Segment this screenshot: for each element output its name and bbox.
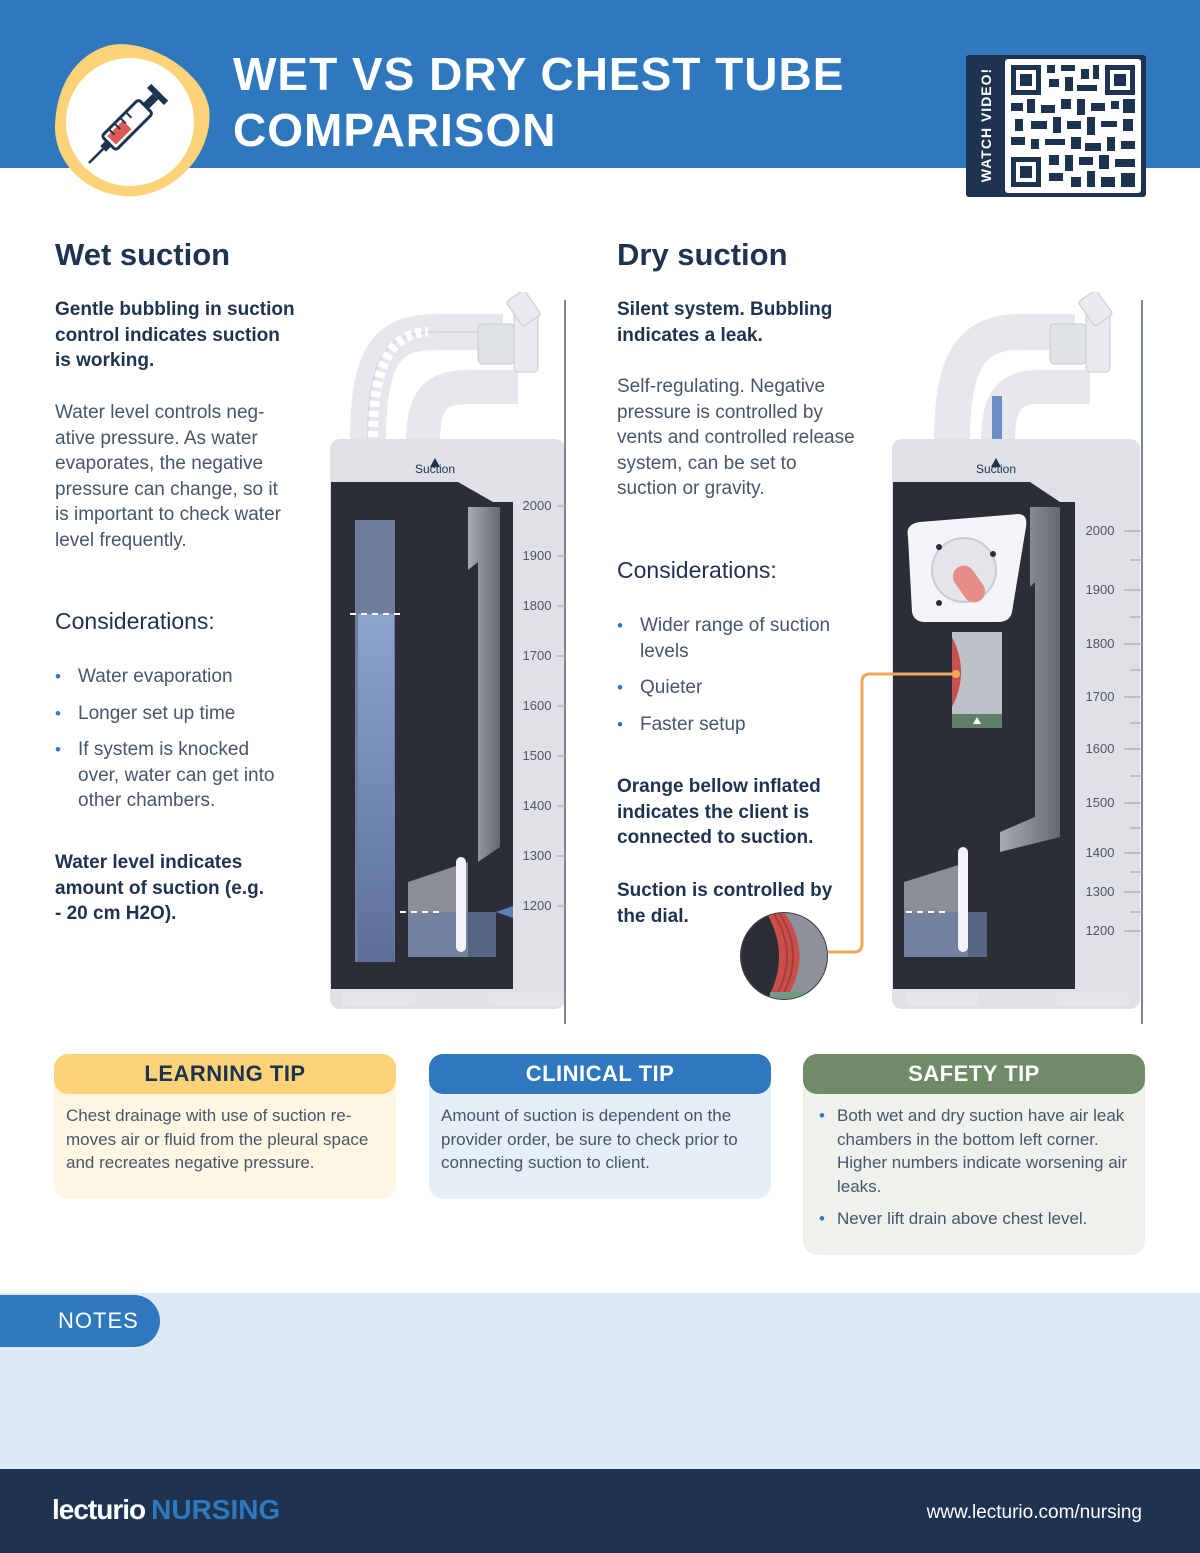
list-item: Never lift drain above chest level. — [815, 1207, 1133, 1231]
scale-label: 1800 — [1086, 636, 1115, 651]
bellow-zoom-circle — [740, 912, 828, 1000]
learning-tip-card: LEARNING TIP Chest drainage with use of … — [54, 1054, 396, 1199]
list-item: If system is knocked over, water can get… — [55, 737, 295, 814]
syringe-icon — [88, 83, 169, 164]
safety-tip-body: Both wet and dry suction have air leak c… — [803, 1094, 1145, 1252]
qr-code-icon[interactable] — [1005, 59, 1141, 193]
list-item: Water evaporation — [55, 664, 295, 690]
scale-label: 1400 — [1086, 845, 1115, 860]
title-line-2: COMPARISON — [233, 104, 557, 156]
dry-body-text: Self-regulating. Negative pressure is co… — [617, 376, 855, 499]
wet-suction-title: Wet suction — [55, 237, 231, 272]
scale-label: 1600 — [1086, 741, 1115, 756]
clinical-tip-text: Amount of suction is dependent on the pr… — [441, 1106, 738, 1172]
notes-area[interactable] — [0, 1293, 1200, 1469]
list-item: Wider range of suction levels — [617, 613, 857, 664]
scale-label: 1400 — [523, 798, 552, 813]
brand-suffix: NURSING — [151, 1494, 281, 1525]
footer-bar — [0, 1469, 1200, 1553]
wet-lead-text: Gentle bubbling in suction control indic… — [55, 299, 295, 371]
dry-considerations-list: Wider range of suction levels Quieter Fa… — [617, 613, 857, 748]
scale-label: 2000 — [523, 498, 552, 513]
wet-scale: 2000 1900 1800 1700 1600 1500 1400 1300 … — [523, 498, 552, 913]
scale-label: 1900 — [1086, 582, 1115, 597]
dry-scale: 2000 1900 1800 1700 1600 1500 1400 1300 … — [1086, 523, 1115, 938]
safety-tip-card: SAFETY TIP Both wet and dry suction have… — [803, 1054, 1145, 1255]
wet-considerations-title: Considerations: — [55, 608, 215, 634]
footer-url-link[interactable]: www.lecturio.com/nursing — [926, 1502, 1142, 1523]
dry-dial-note: Suction is controlled by the dial. — [617, 880, 833, 927]
scale-label: 1600 — [523, 698, 552, 713]
learning-tip-title: LEARNING TIP — [54, 1054, 396, 1094]
scale-label: 1900 — [523, 548, 552, 563]
notes-tab: NOTES — [0, 1295, 160, 1347]
list-item: Both wet and dry suction have air leak c… — [815, 1104, 1133, 1198]
dry-lead-text: Silent system. Bubbling indicates a leak… — [617, 299, 833, 346]
scale-label: 1500 — [1086, 795, 1115, 810]
scale-label: 1200 — [523, 898, 552, 913]
scale-label: 1200 — [1086, 923, 1115, 938]
wet-note: Water level indicates amount of suction … — [55, 852, 264, 924]
clinical-tip-card: CLINICAL TIP Amount of suction is depend… — [429, 1054, 771, 1199]
dry-bellow-note: Orange bellow inflated indicates the cli… — [617, 776, 821, 848]
scale-label: 1500 — [523, 748, 552, 763]
watch-video-label[interactable]: WATCH VIDEO! — [978, 67, 994, 183]
clinical-tip-title: CLINICAL TIP — [429, 1054, 771, 1094]
safety-tip-title: SAFETY TIP — [803, 1054, 1145, 1094]
dry-device-label: Suction — [976, 462, 1016, 476]
wet-device-label: Suction — [415, 462, 455, 476]
safety-tip-list: Both wet and dry suction have air leak c… — [815, 1104, 1133, 1231]
list-item: Longer set up time — [55, 701, 295, 727]
brand-name: lecturio — [52, 1494, 146, 1525]
scale-label: 1800 — [523, 598, 552, 613]
list-item: Faster setup — [617, 712, 857, 738]
syringe-logo — [52, 38, 212, 198]
scale-label: 2000 — [1086, 523, 1115, 538]
list-item: Quieter — [617, 675, 857, 701]
wet-considerations-list: Water evaporation Longer set up time If … — [55, 664, 295, 825]
dry-suction-device: Suction — [730, 290, 1150, 1028]
scale-label: 1700 — [1086, 689, 1115, 704]
learning-tip-text: Chest drainage with use of suction re-mo… — [66, 1106, 369, 1172]
scale-label: 1700 — [523, 648, 552, 663]
wet-body-text: Water level controls neg-ative pressure.… — [55, 402, 281, 551]
dry-suction-title: Dry suction — [617, 237, 788, 272]
page-title: WET VS DRY CHEST TUBE COMPARISON — [233, 46, 844, 158]
scale-label: 1300 — [1086, 884, 1115, 899]
scale-label: 1300 — [523, 848, 552, 863]
wet-suction-device: Suction 2000 1900 1800 — [328, 290, 573, 1028]
dry-considerations-title: Considerations: — [617, 557, 777, 583]
title-line-1: WET VS DRY CHEST TUBE — [233, 48, 845, 100]
